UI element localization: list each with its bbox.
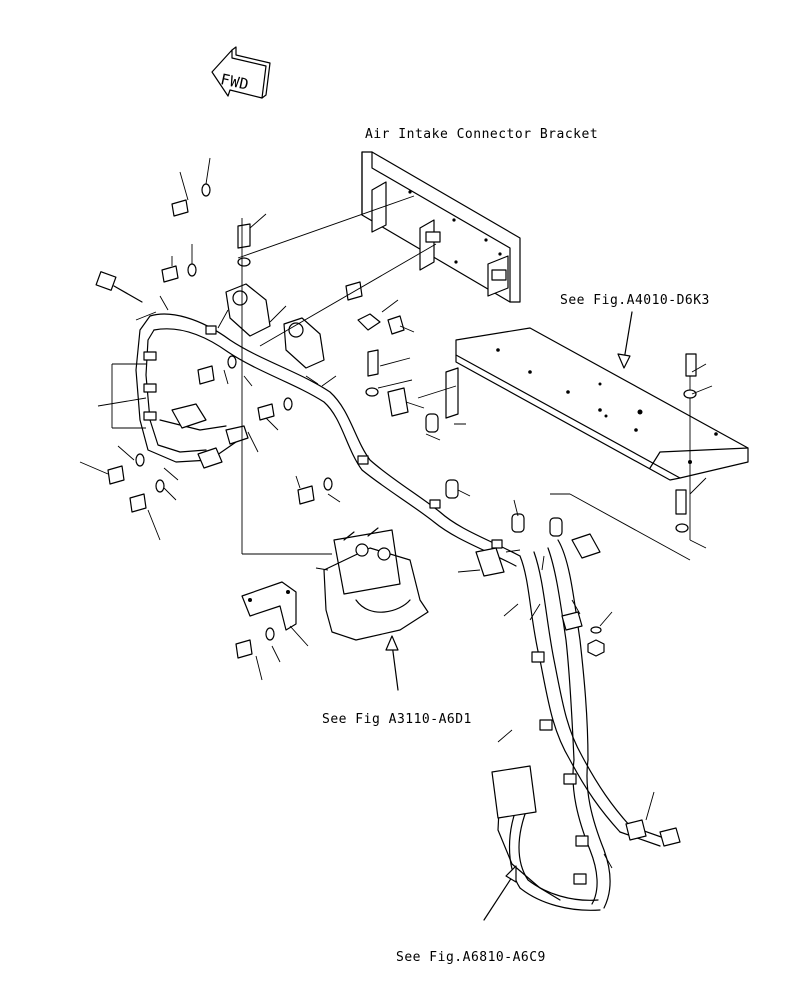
mounting-plate <box>455 327 749 481</box>
nut-hardware <box>587 626 605 657</box>
left-plugs <box>95 271 249 469</box>
reference-a3110-label: See Fig A3110-A6D1 <box>322 712 472 727</box>
main-harness-trunk <box>135 313 521 567</box>
washers <box>135 183 697 641</box>
forward-direction-label: FWD <box>219 70 251 94</box>
right-connectors <box>475 533 681 847</box>
air-intake-connector-bracket-label: Air Intake Connector Bracket <box>365 127 598 142</box>
upper-connector <box>225 283 325 369</box>
lower-bracket <box>241 581 297 631</box>
reference-a6810-label: See Fig.A6810-A6C9 <box>396 950 546 965</box>
harness-collars <box>425 413 563 537</box>
small-bracket <box>345 281 459 419</box>
air-intake-connector-bracket <box>361 151 521 303</box>
harness-right-branch <box>497 539 665 911</box>
bolts <box>107 199 697 659</box>
forward-direction-arrow: FWD <box>211 46 271 99</box>
reference-a4010-label: See Fig.A4010-D6K3 <box>560 293 710 308</box>
junction-box <box>323 527 429 641</box>
reference-arrows <box>385 311 633 921</box>
leader-lines <box>79 157 713 869</box>
harness-clips <box>143 325 589 885</box>
